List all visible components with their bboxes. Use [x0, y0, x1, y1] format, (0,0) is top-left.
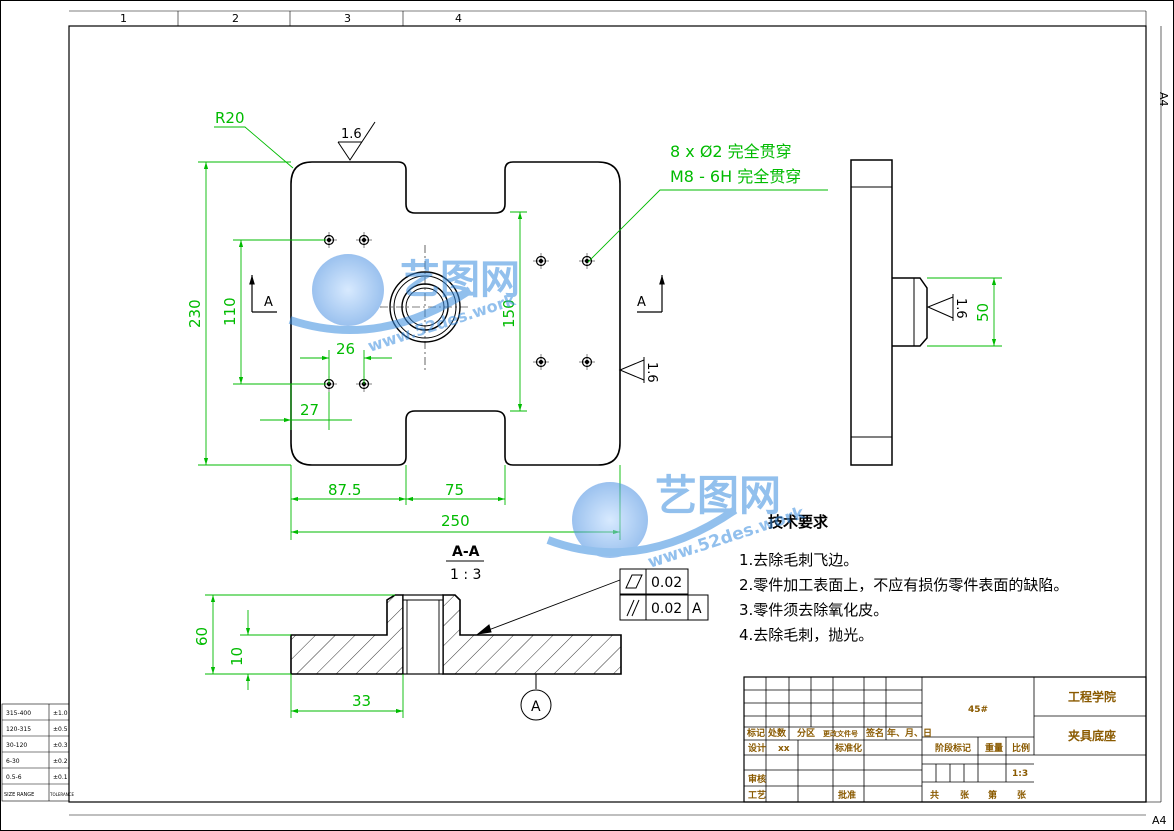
dim-slot-width: 75 [445, 481, 464, 499]
dim-plate-thickness: 10 [228, 647, 246, 666]
dim-pattern-height: 150 [500, 299, 518, 328]
section-scale: 1 : 3 [450, 567, 481, 583]
section-mark-right: A [637, 295, 646, 310]
side-view-dims [927, 277, 1002, 347]
zone-number-3: 3 [344, 12, 351, 25]
watermark-brand-2: 艺图网 [655, 471, 781, 520]
hole-crosshairs [321, 232, 595, 392]
tb-standard-label: 标准化 [834, 742, 862, 754]
tb-count-label: 处数 [767, 727, 787, 739]
top-view-outline [290, 161, 621, 466]
tb-weight-label: 重量 [985, 742, 1003, 754]
tol-header-range: SIZE RANGE [4, 792, 34, 798]
tb-scale-label: 比例 [1012, 742, 1030, 754]
dim-hole-height: 110 [221, 297, 239, 326]
roughness-symbol-right [618, 357, 645, 383]
tol-row-3-value: ±0.3 [53, 742, 68, 749]
sheet-size-top: A4 [1157, 92, 1170, 107]
tb-date-label: 年、月、日 [887, 727, 932, 739]
tol-row-5-range: 0.5-6 [6, 774, 22, 781]
dim-overall-height: 230 [186, 299, 204, 328]
zone-number-4: 4 [455, 12, 462, 25]
side-boss-dim: 50 [974, 303, 992, 322]
tb-sheet-total: 共 [930, 789, 939, 801]
tb-check-label: 审核 [748, 773, 766, 785]
tolerance-table [1, 703, 70, 802]
tb-sheet-unit2: 张 [1017, 789, 1027, 801]
dim-total-height: 60 [193, 627, 211, 646]
tol-row-3-range: 30-120 [6, 742, 27, 749]
center-lines [380, 245, 470, 370]
zone-number-1: 1 [120, 12, 127, 25]
tol-row-4-value: ±0.2 [53, 758, 68, 765]
tol-row-4-range: 6-30 [6, 758, 20, 765]
tb-zone-label: 分区 [797, 727, 815, 739]
zone-number-2: 2 [232, 12, 239, 25]
tb-sheet-no: 第 [988, 789, 997, 801]
tech-req-item-3: 3.零件须去除氧化皮。 [739, 601, 888, 619]
tb-design-label: 设计 [748, 742, 766, 754]
side-roughness-symbol [926, 294, 954, 321]
tech-req-item-1: 1.去除毛刺飞边。 [739, 551, 858, 569]
tb-approve-label: 批准 [838, 789, 856, 801]
dim-hole-offset: 27 [300, 401, 319, 419]
tech-req-title: 技术要求 [768, 513, 829, 531]
dim-overall-width: 250 [441, 512, 470, 530]
watermark-brand-1: 艺图网 [400, 257, 520, 303]
tech-req-item-2: 2.零件加工表面上，不应有损伤零件表面的缺陷。 [739, 576, 1068, 594]
section-hatched-body [290, 594, 622, 675]
datum-label: A [531, 699, 541, 715]
tol-row-1-value: ±1.0 [53, 710, 68, 717]
hole-note-line2: M8 - 6H 完全贯穿 [670, 167, 801, 186]
tb-sheet-unit1: 张 [960, 789, 970, 801]
tb-scale-value: 1:3 [1012, 769, 1028, 779]
dim-bore-offset: 33 [352, 692, 371, 710]
tb-stage-label: 阶段标记 [935, 742, 971, 754]
tol-row-2-value: ±0.5 [53, 726, 68, 733]
parallel-datum: A [692, 601, 702, 617]
sheet-size-bottom: A4 [1152, 814, 1167, 827]
top-view-dimensions [198, 126, 828, 540]
tol-row-1-range: 315-400 [6, 710, 31, 717]
title-block [743, 676, 1147, 803]
hole-note-line1: 8 x Ø2 完全贯穿 [670, 142, 792, 161]
section-marker-left [249, 275, 277, 313]
tb-mark-label: 标记 [746, 727, 765, 739]
tol-row-5-value: ±0.1 [53, 774, 68, 781]
dim-hole-spacing: 26 [336, 340, 355, 358]
gdt-frames [476, 568, 709, 635]
tb-process-label: 工艺 [748, 789, 766, 801]
roughness-symbol-top [337, 121, 376, 161]
tb-material: 45# [968, 705, 988, 715]
roughness-top-value: 1.6 [341, 127, 362, 142]
watermark-1: 艺图网 www.52des.work [288, 254, 520, 356]
section-dims [205, 594, 404, 718]
section-title: A-A [452, 544, 480, 560]
tb-part-name: 夹具底座 [1068, 728, 1116, 743]
flatness-value: 0.02 [651, 575, 682, 591]
tol-header-value: TOLERANCE [49, 792, 74, 797]
tech-req-item-4: 4.去除毛刺，抛光。 [739, 626, 873, 644]
tb-change-label: 更改文件号 [823, 729, 858, 738]
tb-design-value: xx [778, 744, 790, 754]
top-view: 230 110 150 26 27 87.5 75 250 R20 8 x Ø2… [186, 109, 828, 540]
roughness-right-value: 1.6 [644, 362, 659, 383]
parallel-value: 0.02 [651, 601, 682, 617]
dim-left-width: 87.5 [328, 481, 361, 499]
side-roughness-value: 1.6 [953, 298, 968, 319]
section-mark-left: A [264, 295, 273, 310]
section-view [290, 594, 622, 675]
fillet-label: R20 [215, 109, 245, 127]
section-marker-right [637, 275, 665, 313]
tb-school: 工程学院 [1068, 689, 1116, 704]
datum-symbol [520, 674, 552, 721]
tb-sign-label: 签名 [865, 727, 884, 739]
side-view [850, 159, 928, 466]
tol-row-2-range: 120-315 [6, 726, 31, 733]
